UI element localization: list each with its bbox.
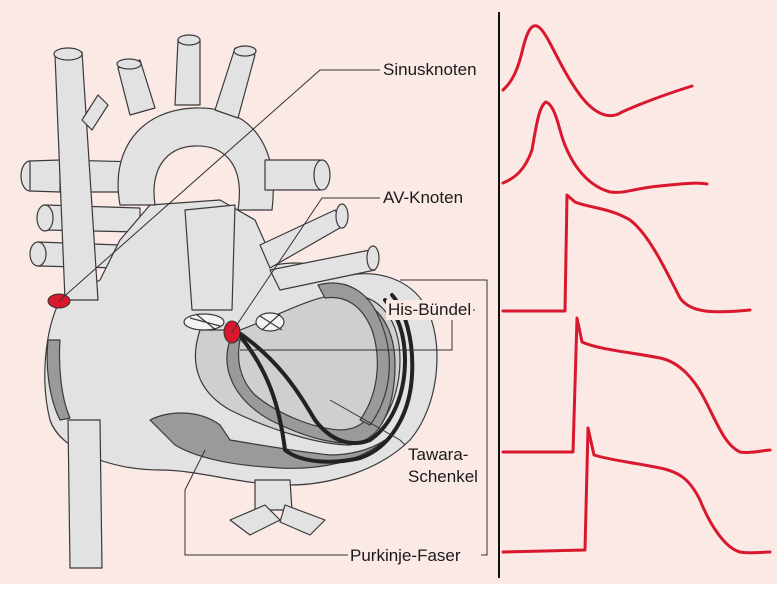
inferior-vena-cava	[68, 420, 102, 568]
tawara-label-line2: Schenkel	[406, 467, 480, 487]
purkinje-label: Purkinje-Faser	[348, 546, 463, 566]
av-node-label: AV-Knoten	[381, 188, 465, 208]
his-bundle-label: His-Bündel	[386, 300, 473, 320]
pulmonary-trunk	[185, 205, 235, 310]
sinus-node-label: Sinusknoten	[381, 60, 479, 80]
tawara-label-line1: Tawara-	[406, 445, 470, 465]
